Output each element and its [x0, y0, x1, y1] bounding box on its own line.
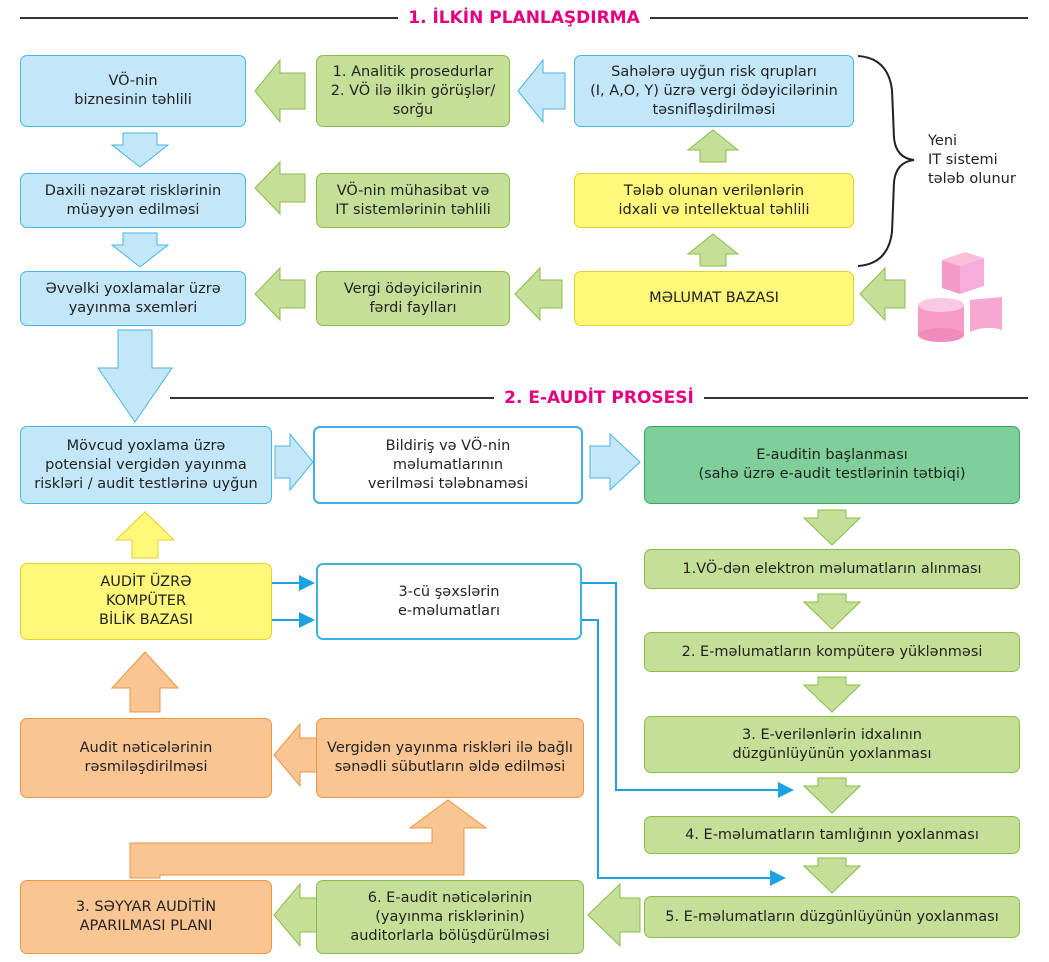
arrow-right-icon [274, 432, 314, 492]
arrow-left-icon [254, 266, 306, 322]
arrow-left-icon [587, 882, 641, 948]
database-icon [918, 252, 1002, 342]
section-1-title: 1. İLKİN PLANLAŞDIRMA [408, 8, 640, 28]
eaudit-step-3: 3. E-verilənlərin idxalının düzgünlüyünü… [644, 716, 1020, 773]
arrow-down-icon [802, 857, 862, 894]
arrow-up-icon [114, 511, 176, 559]
arrow-left-icon [254, 58, 306, 124]
header-rule [703, 397, 1029, 399]
arrow-up-icon [686, 233, 740, 267]
arrow-down-icon [110, 232, 170, 268]
knowledge-base-box: AUDİT ÜZRƏ KOMPÜTER BİLİK BAZASI [20, 563, 272, 640]
eaudit-start-box: E-auditin başlanması (sahə üzrə e-audit … [644, 426, 1020, 504]
arrow-right-icon [589, 432, 641, 492]
header-rule [170, 397, 495, 399]
data-import-box: Tələb olunan verilənlərin idxali və inte… [574, 173, 854, 228]
eaudit-step-1: 1.VÖ-dən elektron məlumatların alınması [644, 549, 1020, 589]
arrow-left-icon [254, 160, 306, 216]
connector-line [582, 619, 786, 886]
header-rule [20, 17, 399, 19]
arrow-down-icon [802, 593, 862, 630]
header-rule [649, 17, 1028, 19]
previous-evasion-schemes-box: Əvvəlki yoxlamalar üzrə yayınma sxemləri [20, 271, 246, 326]
internal-control-risks-box: Daxili nəzarət risklərinin müəyyən edilm… [20, 173, 246, 228]
arrow-up-icon [110, 651, 180, 713]
arrow-left-icon [514, 266, 563, 322]
arrow-left-icon [273, 882, 319, 948]
mobile-audit-plan-box: 3. SƏYYAR AUDİTİN APARILMASI PLANI [20, 880, 272, 954]
arrow-down-icon [110, 132, 170, 168]
section-1-header: 1. İLKİN PLANLAŞDIRMA [20, 8, 1028, 28]
bent-arrow-icon [129, 799, 488, 879]
share-results-box: 6. E-audit nəticələrinin (yayınma risklə… [316, 880, 584, 954]
arrow-down-icon [802, 777, 862, 814]
accounting-it-analysis-box: VÖ-nin mühasibat və IT sistemlərinin təh… [316, 173, 510, 228]
section-2-title: 2. E-AUDİT PROSESİ [504, 388, 694, 408]
database-box: MƏLUMAT BAZASI [574, 271, 854, 326]
business-analysis-box: VÖ-nin biznesinin təhlili [20, 55, 246, 127]
analytic-procedures-box: 1. Analitik prosedurlar 2. VÖ ilə ilkin … [316, 55, 510, 127]
notice-request-box: Bildiriş və VÖ-nin məlumatlarının verilm… [313, 426, 583, 504]
potential-risks-box: Mövcud yoxlama üzrə potensial vergidən y… [20, 426, 272, 504]
arrow-left-icon [517, 58, 566, 124]
arrow-left-icon [273, 722, 319, 788]
documentary-evidence-box: Vergidən yayınma riskləri ilə bağlı sənə… [316, 718, 584, 798]
third-party-data-box: 3-cü şəxslərin e-məlumatları [316, 563, 582, 640]
new-it-system-note: Yeni IT sistemi tələb olunur [928, 133, 1016, 187]
formalize-results-box: Audit nəticələrinin rəsmiləşdirilməsi [20, 718, 272, 798]
eaudit-step-4: 4. E-məlumatların tamlığının yoxlanması [644, 816, 1020, 854]
arrow-down-icon [802, 676, 862, 713]
connector-line [582, 582, 794, 798]
arrow-down-icon [802, 509, 862, 546]
arrow-left-icon [859, 266, 906, 322]
section-2-header: 2. E-AUDİT PROSESİ [170, 388, 1029, 408]
risk-groups-box: Sahələrə uyğun risk qrupları (I, A,O, Y)… [574, 55, 854, 127]
eaudit-step-2: 2. E-məlumatların kompüterə yüklənməsi [644, 632, 1020, 672]
eaudit-step-5: 5. E-məlumatların düzgünlüyünün yoxlanma… [644, 896, 1020, 938]
curly-brace [857, 55, 915, 267]
arrow-down-icon [97, 329, 173, 423]
arrow-up-icon [686, 129, 740, 163]
taxpayer-files-box: Vergi ödəyicilərinin fərdi faylları [316, 271, 510, 326]
